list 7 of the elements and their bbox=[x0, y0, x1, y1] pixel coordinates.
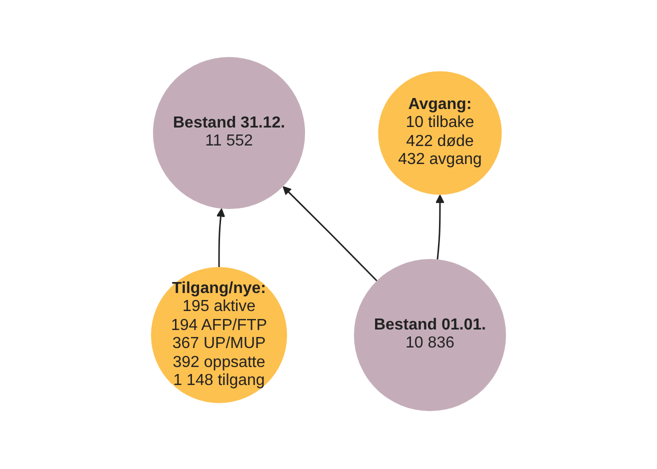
node-circle: Avgang: 10 tilbake 422 døde 432 avgang bbox=[378, 72, 502, 196]
arrow bbox=[436, 194, 444, 260]
arrow bbox=[282, 186, 378, 282]
node-circle: Tilgang/nye: 195 aktive 194 AFP/FTP 367 UP/MUP 392 oppsatte 1 148 tilgang bbox=[151, 268, 288, 404]
node-circle: Bestand 01.01. 10 836 bbox=[354, 260, 506, 412]
node-circle: Bestand 31.12. 11 552 bbox=[153, 57, 306, 210]
arrow bbox=[216, 208, 226, 268]
